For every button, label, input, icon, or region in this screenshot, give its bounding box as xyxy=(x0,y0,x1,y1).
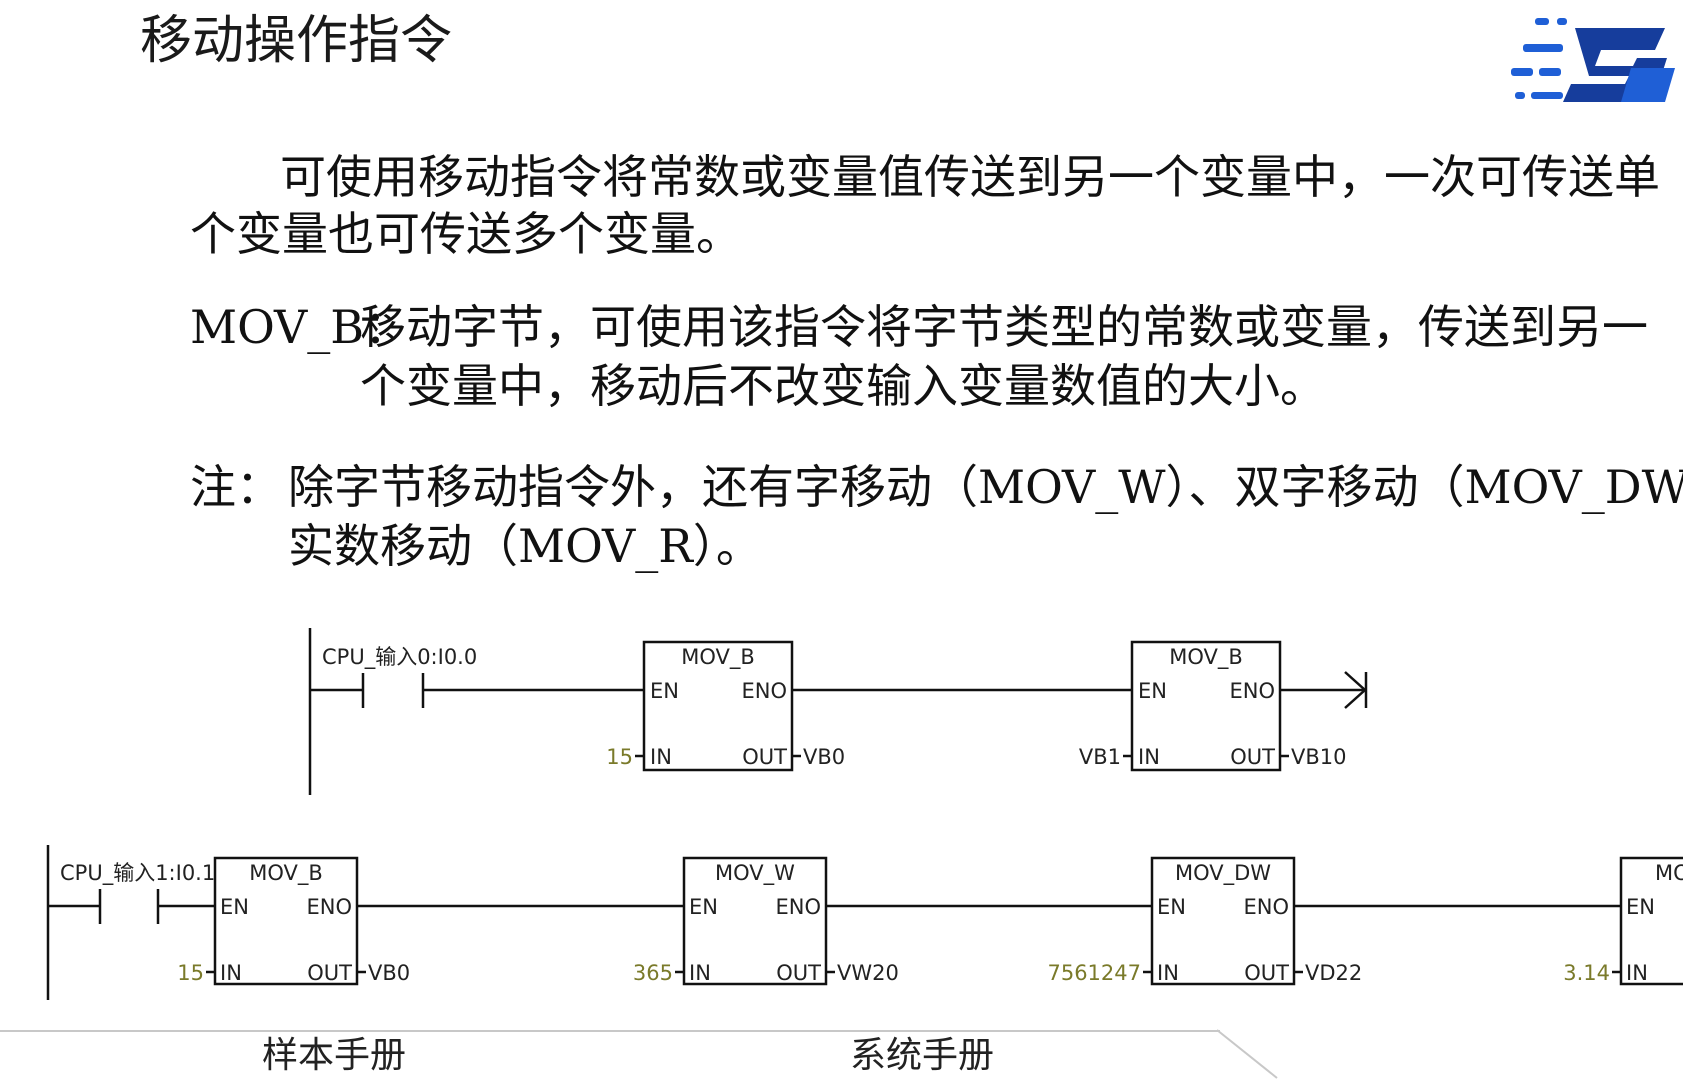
block-title: MOV_B xyxy=(681,645,755,670)
note-line-2: 实数移动（MOV_R）。 xyxy=(288,519,762,573)
note-label: 注： xyxy=(190,460,282,514)
pin-en: EN xyxy=(1626,895,1655,919)
block-title: MOV_DW xyxy=(1175,861,1271,886)
footer-divider xyxy=(0,1030,1220,1032)
out-value: VB10 xyxy=(1291,745,1347,769)
pin-in: IN xyxy=(1157,961,1179,985)
rung2-contact-label: CPU_输入1:I0.1 xyxy=(60,861,215,886)
rung2-block2-box xyxy=(682,856,828,986)
note-line-1: 除字节移动指令外，还有字移动（MOV_W）、双字移动（MOV_DW）、 xyxy=(288,460,1683,514)
brand-logo-icon xyxy=(1511,18,1675,102)
in-value: 365 xyxy=(633,961,673,985)
in-value: 3.14 xyxy=(1563,961,1610,985)
pin-eno: ENO xyxy=(775,895,821,919)
intro-line-1: 可使用移动指令将常数或变量值传送到另一个变量中，一次可传送单 xyxy=(280,150,1660,204)
pin-out: OUT xyxy=(1244,961,1289,985)
in-value: 15 xyxy=(606,745,633,769)
block-title: MOV_B xyxy=(1169,645,1243,670)
page-title: 移动操作指令 xyxy=(140,11,453,71)
pin-in: IN xyxy=(689,961,711,985)
pin-out: OUT xyxy=(742,745,787,769)
movb-line-2: 个变量中，移动后不改变输入变量数值的大小。 xyxy=(360,359,1326,413)
tab-system-manual[interactable]: 系统手册 xyxy=(850,1035,995,1076)
pin-en: EN xyxy=(220,895,249,919)
pin-en: EN xyxy=(650,679,679,703)
tab-sample-manual[interactable]: 样本手册 xyxy=(262,1035,407,1076)
pin-eno: ENO xyxy=(1229,679,1275,703)
rung2-block1-box xyxy=(213,856,359,986)
out-value: VW20 xyxy=(837,961,899,985)
out-value: VB0 xyxy=(368,961,410,985)
pin-in: IN xyxy=(650,745,672,769)
pin-eno: ENO xyxy=(1243,895,1289,919)
intro-line-2: 个变量也可传送多个变量。 xyxy=(190,207,742,261)
pin-en: EN xyxy=(1138,679,1167,703)
out-value: VD22 xyxy=(1305,961,1362,985)
rung2-block4-box xyxy=(1619,856,1683,986)
in-value: 15 xyxy=(177,961,204,985)
footer-tab-slant xyxy=(1216,1029,1278,1079)
ladder-diagram: CPU_输入0:I0.0 MOV_B EN ENO IN OUT 15 VB0 … xyxy=(46,628,1683,1000)
block-title: MOV_W xyxy=(715,861,795,886)
rung1-block1-box xyxy=(642,640,794,772)
block-title: MO xyxy=(1655,861,1683,885)
pin-en: EN xyxy=(689,895,718,919)
pin-out: OUT xyxy=(307,961,352,985)
movb-line-1: 移动字节，可使用该指令将字节类型的常数或变量，传送到另一 xyxy=(360,300,1648,354)
movb-label: MOV_B： xyxy=(190,300,411,354)
rung2-block3-box xyxy=(1150,856,1296,986)
pin-eno: ENO xyxy=(741,679,787,703)
rung1-contact-label: CPU_输入0:I0.0 xyxy=(322,645,477,670)
block-title: MOV_B xyxy=(249,861,323,886)
out-value: VB0 xyxy=(803,745,845,769)
in-value: 7561247 xyxy=(1047,961,1141,985)
pin-en: EN xyxy=(1157,895,1186,919)
in-value: VB1 xyxy=(1079,745,1121,769)
rung1-block2-box xyxy=(1130,640,1282,772)
pin-in: IN xyxy=(1626,961,1648,985)
pin-out: OUT xyxy=(776,961,821,985)
pin-in: IN xyxy=(220,961,242,985)
pin-out: OUT xyxy=(1230,745,1275,769)
pin-in: IN xyxy=(1138,745,1160,769)
pin-eno: ENO xyxy=(306,895,352,919)
